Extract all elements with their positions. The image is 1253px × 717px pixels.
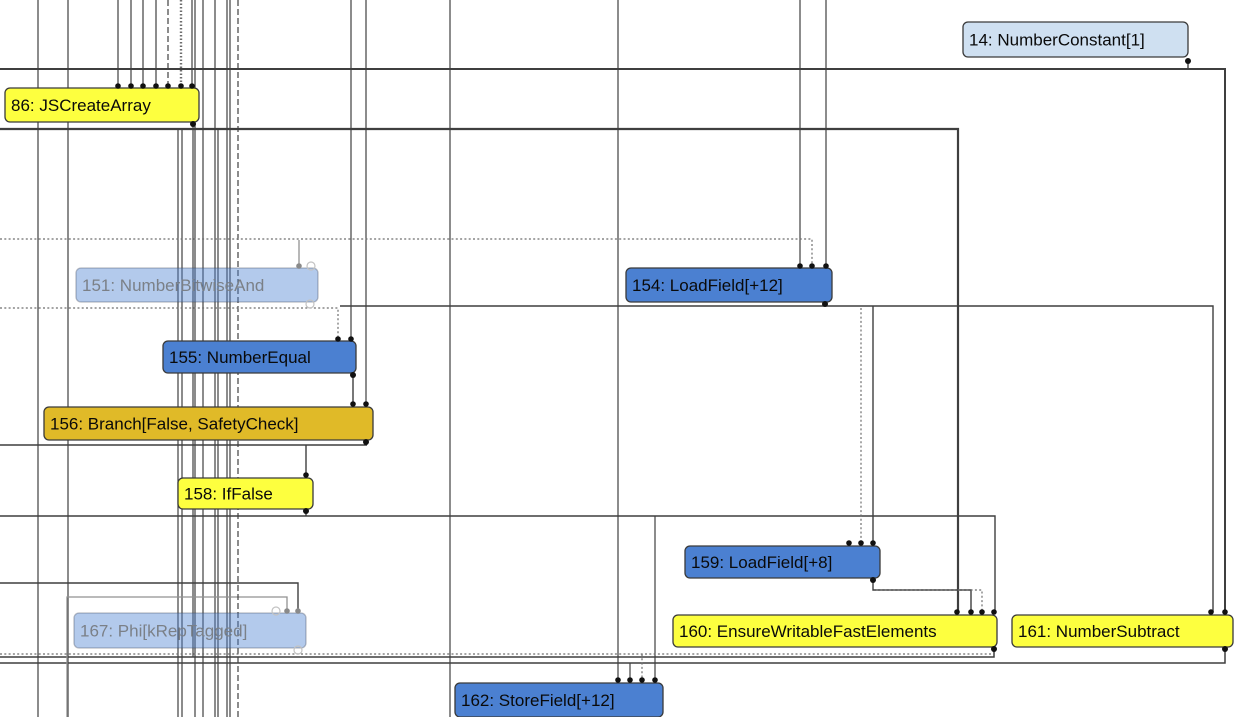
- input-port-dot: [284, 608, 290, 614]
- node-box: [4, 87, 200, 123]
- node-box: [43, 406, 374, 441]
- graph-edge: [0, 582, 299, 611]
- node-box: [177, 477, 314, 510]
- graph-node-14[interactable]: 14: NumberConstant[1]: [962, 21, 1189, 58]
- node-label: 155: NumberEqual: [169, 348, 311, 367]
- graph-edge: [0, 68, 1226, 612]
- node-label: 156: Branch[False, SafetyCheck]: [50, 415, 299, 434]
- graph-node-86[interactable]: 86: JSCreateArray: [4, 87, 200, 123]
- graph-node-154[interactable]: 154: LoadField[+12]: [625, 267, 833, 303]
- input-port-dot: [1208, 609, 1214, 615]
- input-port-dot: [991, 609, 997, 615]
- unconnected-port-circle: [271, 606, 281, 616]
- input-port-dot: [823, 263, 829, 269]
- input-port-dot: [858, 540, 864, 546]
- graph-node-160[interactable]: 160: EnsureWritableFastElements: [672, 614, 998, 648]
- graph-edge: [0, 648, 995, 658]
- node-label: 86: JSCreateArray: [11, 96, 151, 115]
- node-label: 151: NumberBitwiseAnd: [82, 276, 264, 295]
- input-port-dot: [1222, 609, 1228, 615]
- input-port-dot: [165, 83, 171, 89]
- unconnected-port-circle: [305, 299, 315, 309]
- input-port-dot: [115, 83, 121, 89]
- input-port-dot: [652, 677, 658, 683]
- input-port-dot: [348, 336, 354, 342]
- node-label: 14: NumberConstant[1]: [969, 31, 1145, 50]
- input-port-dot: [797, 263, 803, 269]
- node-label: 161: NumberSubtract: [1018, 622, 1180, 641]
- input-port-dot: [870, 540, 876, 546]
- output-port-dot: [363, 439, 369, 445]
- unconnected-port-circle: [293, 645, 303, 655]
- input-port-dot: [335, 336, 341, 342]
- input-port-dot: [809, 263, 815, 269]
- input-port-dot: [350, 401, 356, 407]
- input-port-dot: [178, 83, 184, 89]
- input-port-dot: [639, 677, 645, 683]
- graph-edge: [66, 596, 288, 717]
- graph-node-161[interactable]: 161: NumberSubtract: [1011, 614, 1234, 648]
- input-port-dot: [846, 540, 852, 546]
- graph-edge: [0, 238, 813, 266]
- input-port-dot: [140, 83, 146, 89]
- graph-node-156[interactable]: 156: Branch[False, SafetyCheck]: [43, 406, 374, 441]
- input-port-dot: [615, 677, 621, 683]
- graph-node-151[interactable]: 151: NumberBitwiseAnd: [75, 267, 319, 303]
- node-box: [1011, 614, 1234, 648]
- graph-node-155[interactable]: 155: NumberEqual: [162, 340, 357, 374]
- graph-node-162[interactable]: 162: StoreField[+12]: [454, 682, 664, 717]
- node-label: 158: IfFalse: [184, 485, 273, 504]
- output-port-dot: [190, 121, 196, 127]
- graph-edge: [340, 305, 1214, 612]
- node-label: 167: Phi[kRepTagged]: [80, 622, 247, 641]
- output-port-dot: [350, 372, 356, 378]
- input-port-dot: [128, 83, 134, 89]
- input-port-dot: [954, 609, 960, 615]
- input-port-dot: [303, 472, 309, 478]
- input-port-dot: [153, 83, 159, 89]
- output-port-dot: [991, 646, 997, 652]
- input-port-dot: [968, 609, 974, 615]
- input-port-dot: [627, 677, 633, 683]
- unconnected-port-circle: [306, 261, 316, 271]
- output-port-dot: [822, 301, 828, 307]
- input-port-dot: [979, 609, 985, 615]
- output-port-dot: [1185, 58, 1191, 64]
- node-box: [73, 612, 307, 649]
- input-port-dot: [363, 401, 369, 407]
- node-box: [454, 682, 664, 717]
- node-label: 160: EnsureWritableFastElements: [679, 622, 937, 641]
- graph-node-158[interactable]: 158: IfFalse: [177, 477, 314, 510]
- graph-edge: [0, 127, 960, 612]
- node-box: [962, 21, 1189, 58]
- graph-node-159[interactable]: 159: LoadField[+8]: [684, 545, 881, 579]
- input-port-dot: [189, 83, 195, 89]
- node-label: 162: StoreField[+12]: [461, 691, 615, 710]
- node-label: 159: LoadField[+8]: [691, 553, 832, 572]
- node-box: [162, 340, 357, 374]
- graph-edge: [872, 579, 972, 612]
- output-port-dot: [1222, 646, 1228, 652]
- graph-edge: [0, 515, 996, 612]
- graph-edge: [876, 589, 983, 612]
- input-port-dot: [295, 608, 301, 614]
- node-box: [625, 267, 833, 303]
- node-box: [75, 267, 319, 303]
- node-box: [672, 614, 998, 648]
- graph-edge: [0, 307, 339, 339]
- output-port-dot: [303, 508, 309, 514]
- node-box: [684, 545, 881, 579]
- input-port-dot: [296, 263, 302, 269]
- graph-edge: [0, 648, 1226, 664]
- graph-node-167[interactable]: 167: Phi[kRepTagged]: [73, 612, 307, 649]
- output-port-dot: [870, 577, 876, 583]
- node-label: 154: LoadField[+12]: [632, 276, 783, 295]
